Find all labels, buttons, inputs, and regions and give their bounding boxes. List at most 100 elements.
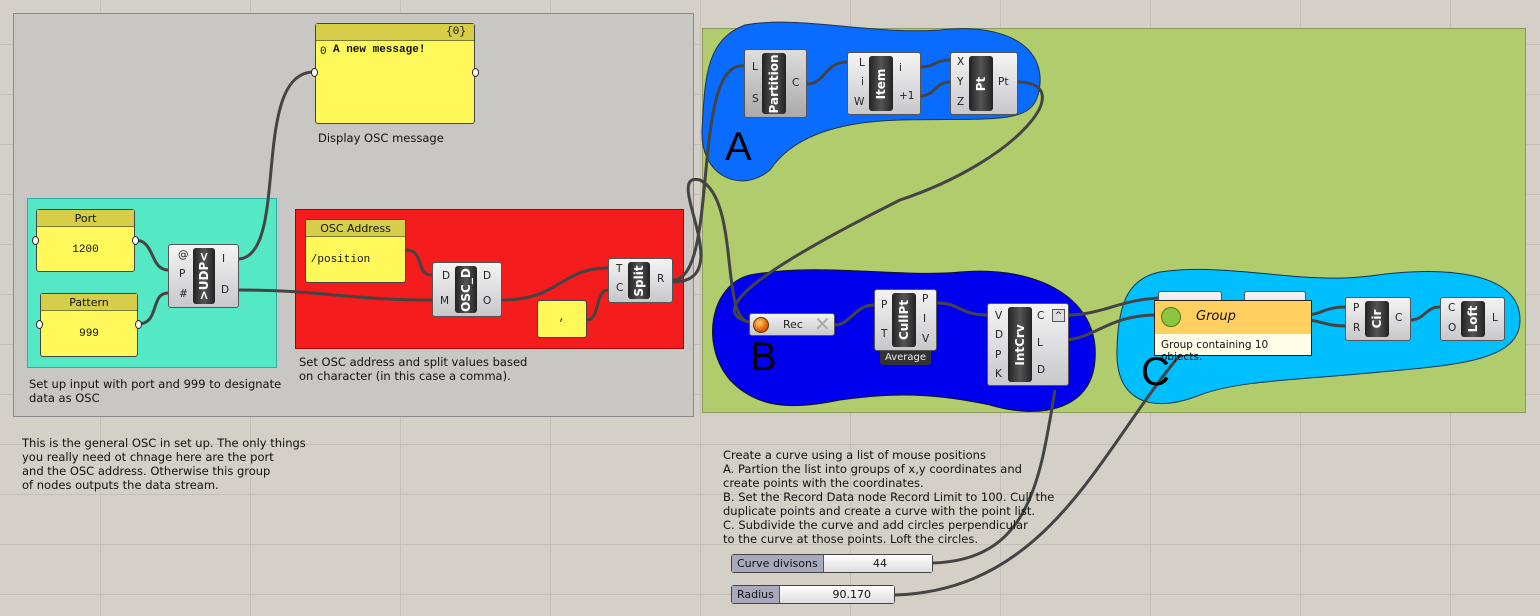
port-label: I xyxy=(923,313,927,325)
tooltip-title: Group xyxy=(1196,309,1236,324)
port-label: C xyxy=(616,282,624,294)
port-label: X xyxy=(957,56,965,68)
clear-x-icon[interactable]: ✕ xyxy=(814,312,831,336)
slider-value: 44 xyxy=(873,557,887,570)
component-name: Partition xyxy=(767,54,781,113)
input-port[interactable] xyxy=(32,236,39,245)
osc-setup-note: This is the general OSC in set up. The o… xyxy=(22,436,306,492)
component-name: >UDP< xyxy=(197,251,211,301)
input-port[interactable] xyxy=(36,320,43,329)
port-label: W xyxy=(854,96,865,108)
port-label: # xyxy=(179,288,188,300)
section-b-letter: B xyxy=(750,335,777,379)
slider-label: Curve divisons xyxy=(732,555,824,572)
component-name: Cir xyxy=(1370,309,1384,329)
panel-index: 0 xyxy=(320,46,327,58)
output-port[interactable] xyxy=(132,236,139,245)
radius-slider[interactable]: Radius 90.170 xyxy=(731,585,895,604)
port-label: C xyxy=(1395,312,1403,324)
output-port[interactable] xyxy=(472,68,479,77)
cull-mode-tag: Average xyxy=(880,351,931,365)
port-label: C xyxy=(1448,302,1456,314)
curve-divisions-slider[interactable]: Curve divisons 44 xyxy=(731,554,933,573)
curve-preview-icon[interactable]: ^ xyxy=(1052,309,1065,322)
partition-component[interactable]: L S Partition C xyxy=(744,49,807,118)
port-label: P xyxy=(1353,302,1360,314)
port-panel[interactable]: Port 1200 xyxy=(36,209,135,272)
port-label: V xyxy=(995,310,1003,322)
rec-label: Rec xyxy=(783,318,803,331)
component-name: CullPt xyxy=(897,299,911,341)
port-label: i xyxy=(899,62,902,74)
slider-track[interactable]: 44 xyxy=(823,555,932,572)
component-name: Split xyxy=(632,264,646,297)
section-a-letter: A xyxy=(725,125,752,169)
comma-panel[interactable]: , xyxy=(537,300,587,338)
udp-component[interactable]: @ P # >UDP< I D xyxy=(168,244,239,308)
panel-header: {0} xyxy=(316,24,474,41)
port-label: T xyxy=(881,328,888,340)
output-port[interactable] xyxy=(135,320,142,329)
port-label: Pt xyxy=(998,76,1009,88)
port-label: O xyxy=(1448,322,1457,334)
pattern-value[interactable]: 999 xyxy=(79,328,99,340)
osc-d-component[interactable]: D M OSC_D D O xyxy=(432,262,502,317)
tooltip-body: Group containing 10 objects. xyxy=(1161,339,1269,363)
port-label: Y xyxy=(957,76,964,88)
port-label: C xyxy=(792,77,800,89)
component-name: OSC_D xyxy=(459,267,473,312)
record-data-component[interactable]: Rec ✕ xyxy=(749,312,835,336)
port-label: R xyxy=(1353,322,1361,334)
component-name: Item xyxy=(874,68,888,99)
input-caption: Set up input with port and 999 to design… xyxy=(29,377,282,405)
slider-track[interactable]: 90.170 xyxy=(779,586,894,603)
component-name: Loft xyxy=(1466,305,1480,333)
port-label: i xyxy=(861,76,864,88)
osc-address-panel[interactable]: OSC Address/position xyxy=(305,219,406,283)
port-label: M xyxy=(440,295,450,307)
cull-points-component[interactable]: P T CullPt P I V xyxy=(874,289,937,351)
loft-component[interactable]: C O Loft L xyxy=(1440,297,1505,341)
port-label: V xyxy=(922,333,930,345)
input-port[interactable] xyxy=(311,68,318,77)
port-label: D xyxy=(1037,364,1046,376)
port-label: P xyxy=(881,299,888,311)
address-label: OSC Address xyxy=(306,220,405,237)
address-caption: Set OSC address and split values based o… xyxy=(299,355,528,383)
display-osc-panel[interactable]: {0} 0 A new message! xyxy=(315,23,475,124)
display-caption: Display OSC message xyxy=(318,131,444,145)
port-label: +1 xyxy=(899,90,915,102)
port-label: D xyxy=(442,270,451,282)
record-button-icon[interactable] xyxy=(753,317,769,333)
address-value[interactable]: /position xyxy=(310,254,371,266)
port-label: P xyxy=(995,349,1002,361)
port-label: Port xyxy=(37,210,134,227)
panel-message: A new message! xyxy=(333,44,426,56)
port-label: T xyxy=(616,263,623,275)
port-label: Z xyxy=(957,96,965,108)
port-label: R xyxy=(657,273,665,285)
port-label: D xyxy=(995,329,1004,341)
port-label: O xyxy=(483,295,492,307)
port-label: P xyxy=(179,268,186,280)
section-c-letter: C xyxy=(1141,350,1170,394)
interpolate-curve-component[interactable]: V D P K IntCrv C L D ^ xyxy=(987,303,1069,386)
group-tooltip: Group Group containing 10 objects. xyxy=(1154,300,1312,363)
port-label: C xyxy=(1037,310,1045,322)
wires xyxy=(134,58,1441,597)
group-icon xyxy=(1161,307,1181,327)
port-label: I xyxy=(222,253,226,265)
comma-value[interactable]: , xyxy=(558,312,566,324)
port-label: D xyxy=(483,270,492,282)
split-component[interactable]: T C Split R xyxy=(608,258,673,303)
port-label: L xyxy=(1492,312,1498,324)
port-label: L xyxy=(859,57,865,69)
list-item-component[interactable]: L i W Item i +1 xyxy=(847,52,921,115)
slider-value: 90.170 xyxy=(832,588,872,601)
port-label: D xyxy=(221,284,230,296)
construct-point-component[interactable]: X Y Z Pt Pt xyxy=(950,52,1018,115)
circle-component[interactable]: P R Cir C xyxy=(1345,297,1411,341)
slider-label: Radius xyxy=(732,586,780,603)
port-value[interactable]: 1200 xyxy=(72,244,99,256)
